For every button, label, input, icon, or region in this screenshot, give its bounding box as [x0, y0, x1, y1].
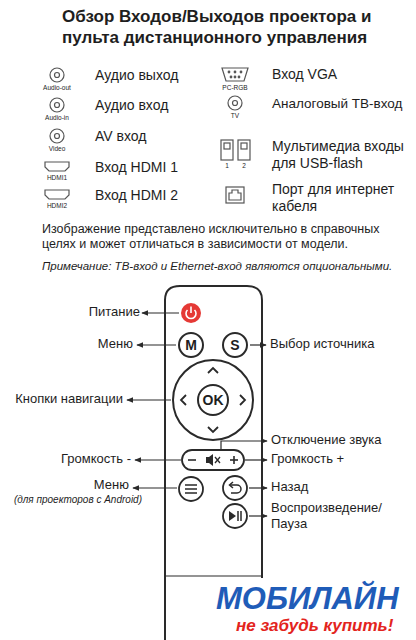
port-label: Вход VGA: [272, 66, 337, 83]
button-label: Меню: [94, 477, 129, 493]
menu-button: M: [178, 332, 204, 358]
nav-ring: [173, 360, 253, 440]
remote-seam: [165, 575, 262, 576]
port-label: Аудио вход: [95, 97, 168, 114]
play-button: [223, 504, 247, 528]
ok-button: OK: [197, 384, 229, 416]
port-caption: Video: [49, 145, 66, 153]
leader-lines: [127, 313, 267, 516]
port-label: Аналоговый ТВ-вход: [272, 96, 402, 112]
button-label: Выбор источника: [270, 336, 374, 352]
port-icons: [45, 68, 250, 203]
watermark: МОБИЛАЙН: [216, 580, 399, 617]
button-label: Отключение звука: [271, 432, 382, 448]
note: Изображение представлено исключительно в…: [42, 222, 392, 252]
port-label: Аудио выход: [95, 67, 178, 84]
button-text: OK: [203, 392, 224, 408]
port-caption: Audio-out: [43, 84, 71, 92]
nav-arrows: [181, 368, 245, 432]
port-caption: PC-RGB: [222, 84, 247, 92]
button-label: Кнопки навигации: [15, 391, 123, 407]
port-caption: TV: [231, 112, 239, 120]
port-label: Вход HDMI 1: [95, 159, 178, 176]
port-number: 2: [242, 162, 246, 170]
button-label: Громкость +: [271, 451, 344, 467]
source-button: S: [222, 332, 248, 358]
button-text: S: [230, 337, 239, 353]
menu-button: [179, 477, 203, 501]
button-label: Громкость -: [61, 451, 131, 467]
port-caption: HDMI1: [47, 174, 67, 182]
back-button: [223, 476, 247, 500]
port-caption: HDMI2: [47, 202, 67, 210]
note: Примечание: ТВ-вход и Ethernet-вход явля…: [42, 260, 407, 274]
port-label: AV вход: [95, 128, 146, 145]
title: Обзор Входов/Выходов проектора и пульта …: [62, 6, 407, 49]
port-label: Мультимедиа входы для USB-flash: [272, 138, 412, 172]
button-label: Питание: [89, 304, 140, 320]
port-label: Вход HDMI 2: [95, 187, 178, 204]
port-caption: Audio-in: [45, 114, 69, 122]
port-number: 1: [225, 162, 229, 170]
watermark: не забудь купить!: [236, 616, 393, 636]
button-text: M: [185, 337, 197, 353]
button-note: (для проекторов с Android): [14, 494, 142, 506]
port-label: Порт для интернет кабеля: [272, 181, 412, 215]
volume-rocker: [182, 450, 244, 470]
button-label: Назад: [271, 479, 308, 495]
mute-icon: [206, 454, 213, 466]
power-button: [181, 303, 201, 323]
button-label: Меню: [98, 336, 133, 352]
button-label: Воспроизведение/ Пауза: [271, 500, 411, 531]
